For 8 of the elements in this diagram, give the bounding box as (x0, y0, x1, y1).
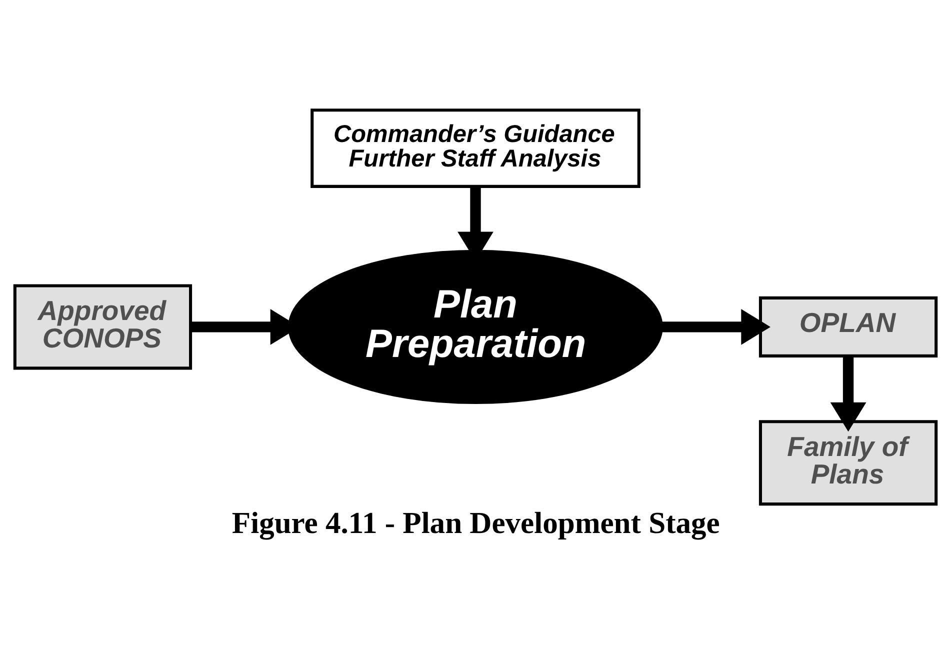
caption: Figure 4.11 - Plan Development Stage (232, 506, 720, 540)
node-box: Approved CONOPS (13, 284, 192, 370)
arrow (830, 356, 866, 432)
arrow (661, 309, 770, 345)
node-box: OPLAN (758, 296, 938, 358)
node-box: Family of Plans (758, 420, 938, 506)
node-box: Commander’s Guidance Further Staff Analysis (310, 108, 640, 188)
node-ellipse: Plan Preparation (288, 250, 663, 404)
